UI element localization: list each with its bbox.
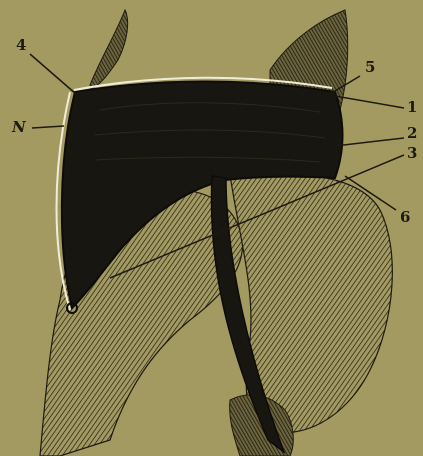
label-6: 6 bbox=[400, 210, 410, 225]
arm-shape bbox=[90, 10, 128, 90]
label-1: 1 bbox=[407, 100, 417, 115]
leader-2 bbox=[335, 138, 404, 146]
label-3: 3 bbox=[407, 146, 417, 161]
leader-n bbox=[32, 126, 64, 128]
leader-1 bbox=[335, 96, 404, 108]
leader-4 bbox=[30, 54, 76, 94]
label-2: 2 bbox=[407, 126, 417, 141]
label-4: 4 bbox=[16, 38, 26, 53]
label-n: N bbox=[12, 120, 26, 135]
label-5: 5 bbox=[365, 60, 375, 75]
